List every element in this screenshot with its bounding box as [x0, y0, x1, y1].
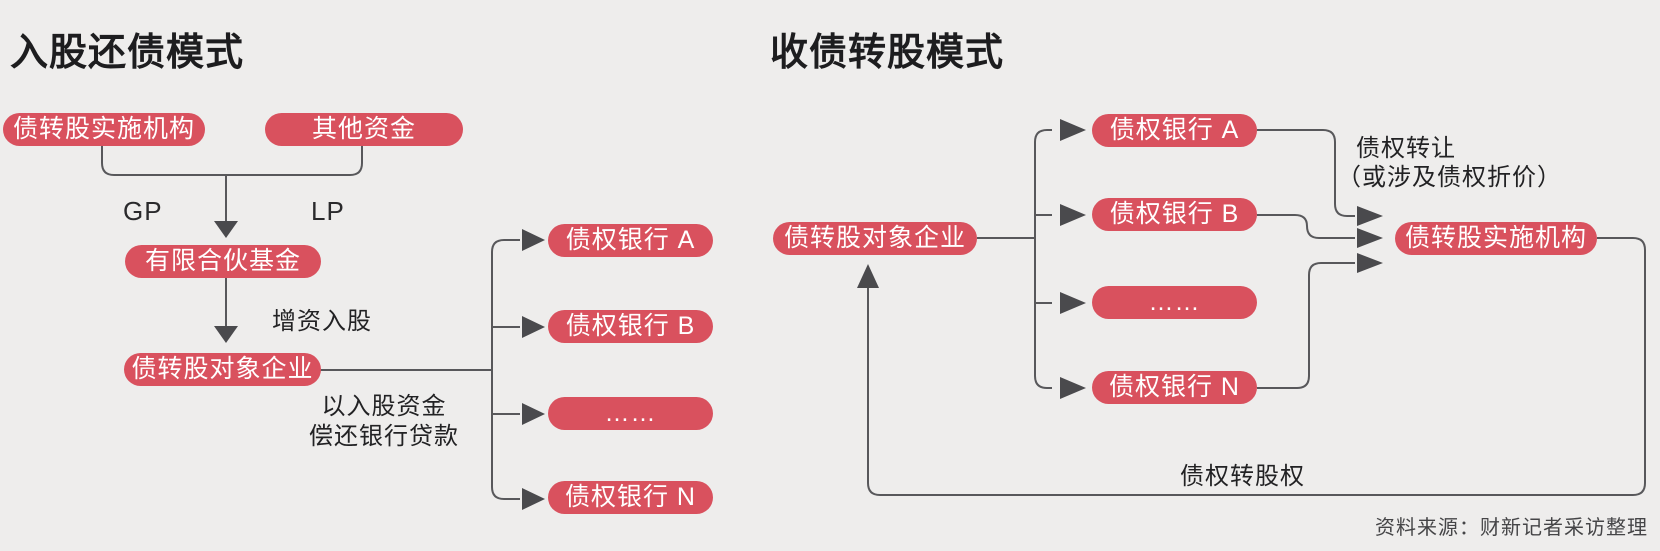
node-implementing-agency: 债转股实施机构 — [1395, 222, 1597, 255]
arrow-up-to-target-icon — [857, 264, 879, 288]
node-swap-target-company: 债转股对象企业 — [124, 353, 321, 386]
arrow-into-implementer-bottom-icon — [1357, 253, 1383, 273]
bank-b-to-implementer — [1257, 214, 1355, 239]
bank-a-to-implementer — [1257, 129, 1355, 217]
node-creditor-bank-ellipsis: …… — [1092, 286, 1257, 319]
edge-label-gp: GP — [123, 196, 163, 226]
edge-label-repay-line1: 以入股资金 — [321, 393, 447, 420]
arrow-right-bank-b-icon — [522, 316, 545, 338]
arrow-right-bank-ellipsis-icon — [1060, 292, 1086, 314]
node-swap-target-company: 债转股对象企业 — [773, 222, 977, 255]
arrow-right-bank-ellipsis-icon — [522, 403, 545, 425]
arrow-right-bank-n-icon — [1060, 377, 1086, 399]
node-limited-partnership-fund: 有限合伙基金 — [125, 245, 321, 278]
edge-label-increase-capital: 增资入股 — [272, 308, 372, 335]
arrow-down-to-fund-icon — [214, 221, 238, 238]
arrow-right-bank-b-icon — [1060, 204, 1086, 226]
arrow-down-to-target-icon — [214, 326, 238, 343]
arrow-right-bank-n-icon — [522, 488, 545, 510]
node-creditor-bank-a: 债权银行 A — [1092, 114, 1257, 147]
left-diagram-wires — [101, 146, 545, 510]
node-creditor-bank-b: 债权银行 B — [1092, 198, 1257, 231]
edge-label-repay-line2: 偿还银行贷款 — [309, 423, 459, 450]
node-other-funds: 其他资金 — [265, 113, 463, 146]
implementer-return-line — [867, 237, 1646, 496]
arrow-right-bank-a-icon — [522, 229, 545, 251]
node-creditor-bank-a: 债权银行 A — [548, 224, 713, 257]
right-diagram-title: 收债转股模式 — [770, 32, 1005, 74]
bank-n-to-implementer — [1257, 262, 1355, 389]
node-creditor-bank-ellipsis: …… — [548, 397, 713, 430]
arrow-into-implementer-top-icon — [1357, 206, 1383, 226]
arrow-into-implementer-mid-icon — [1357, 228, 1383, 248]
node-creditor-bank-n: 债权银行 N — [1092, 371, 1257, 404]
node-creditor-bank-b: 债权银行 B — [548, 310, 713, 343]
branch-spine — [491, 239, 520, 500]
node-implementing-agency: 债转股实施机构 — [3, 113, 205, 146]
edge-label-debt-to-equity: 债权转股权 — [1180, 463, 1305, 490]
edge-label-debt-transfer-line1: 债权转让 — [1356, 135, 1456, 162]
left-diagram-title: 入股还债模式 — [10, 32, 245, 74]
edge-label-lp: LP — [311, 196, 345, 226]
right-diagram-wires — [857, 119, 1646, 496]
node-creditor-bank-n: 债权银行 N — [548, 481, 713, 514]
gp-lp-merge-bracket — [101, 146, 363, 176]
branch-spine — [1034, 129, 1052, 389]
edge-label-debt-transfer-line2: （或涉及债权折价） — [1337, 164, 1562, 191]
arrow-right-bank-a-icon — [1060, 119, 1086, 141]
source-note: 资料来源：财新记者采访整理 — [1375, 517, 1648, 539]
